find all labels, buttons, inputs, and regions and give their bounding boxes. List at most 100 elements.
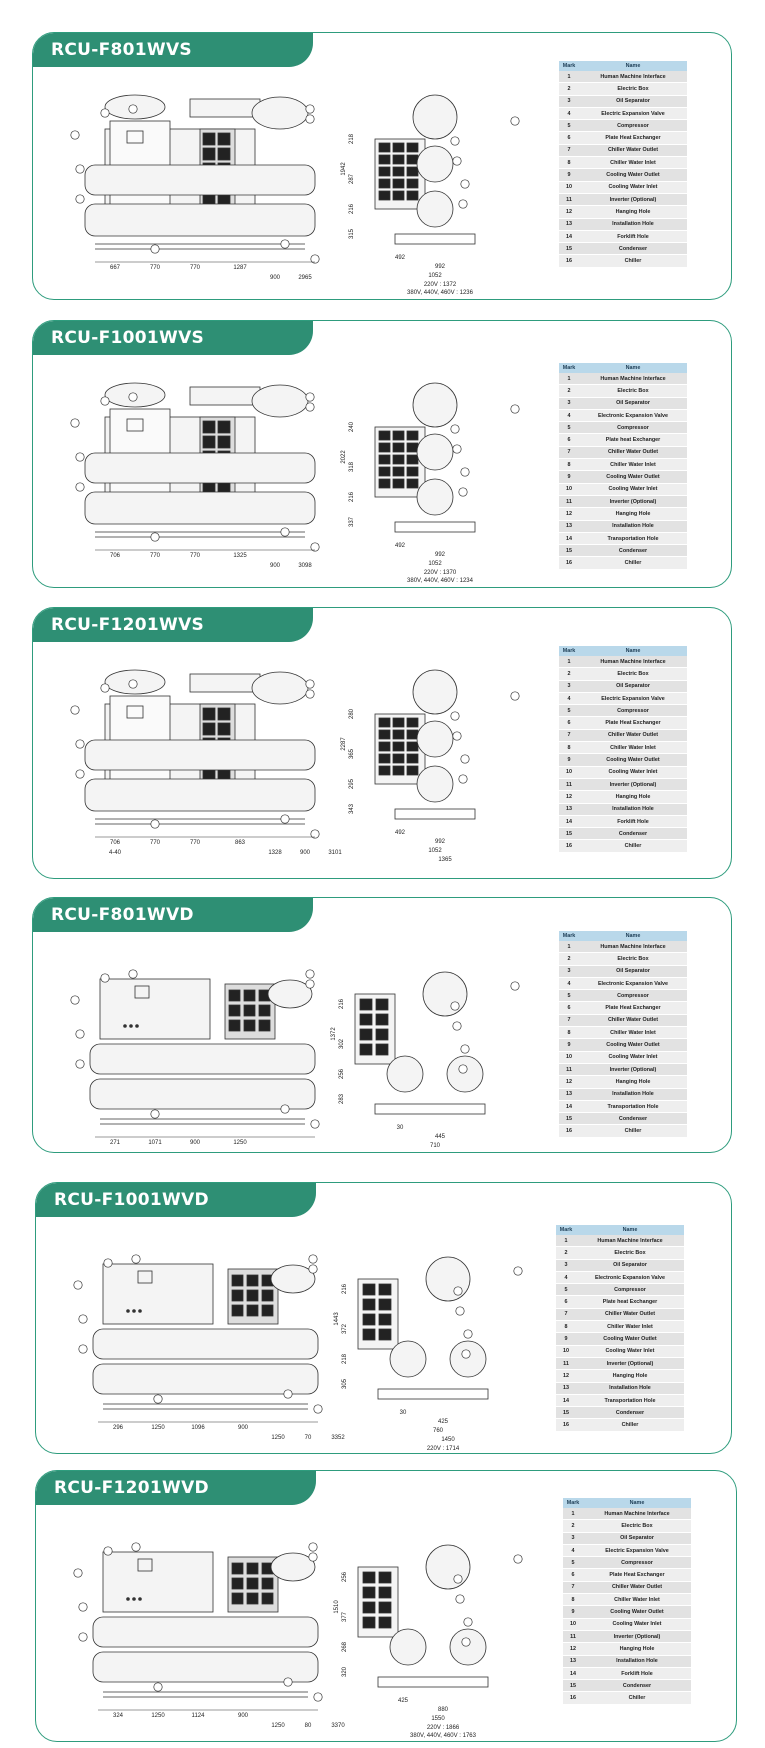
dimension-label: 337 bbox=[349, 516, 355, 527]
dimension-label: 320 bbox=[342, 1666, 348, 1677]
dimension-label: 218 bbox=[349, 133, 355, 144]
dimension-label: 318 bbox=[349, 461, 355, 472]
legend-mark: 10 bbox=[559, 1051, 579, 1064]
dimension-label: 1096 bbox=[191, 1425, 205, 1431]
dimension-label: 770 bbox=[190, 553, 201, 559]
legend-mark: 13 bbox=[559, 218, 579, 231]
dimension-label: 324 bbox=[113, 1713, 124, 1719]
dimension-label: 1372 bbox=[331, 1027, 337, 1041]
legend-mark: 11 bbox=[559, 1063, 579, 1077]
legend-name: Oil Separator bbox=[579, 397, 687, 410]
legend-mark: 13 bbox=[559, 803, 579, 816]
legend-name: Electric Box bbox=[576, 1246, 684, 1260]
legend-name: Installation Hole bbox=[579, 218, 687, 231]
dimension-label: 268 bbox=[342, 1641, 348, 1652]
legend-mark: 4 bbox=[563, 1544, 583, 1558]
legend-name: Electric Expansion Valve bbox=[579, 107, 687, 121]
dimension-label: 216 bbox=[339, 998, 345, 1009]
dimension-label: 445 bbox=[435, 1134, 446, 1140]
dimension-label: 1250 bbox=[151, 1425, 165, 1431]
power-dimension-note: 220V : 1372 bbox=[424, 282, 457, 288]
legend-mark: 12 bbox=[559, 507, 579, 521]
dimension-label: 283 bbox=[339, 1093, 345, 1104]
legend-mark: 3 bbox=[563, 1532, 583, 1545]
legend-name: Compressor bbox=[583, 1556, 691, 1570]
legend-name: Inverter (Optional) bbox=[579, 778, 687, 792]
legend-name: Human Machine Interface bbox=[579, 941, 687, 954]
legend-name: Hanging Hole bbox=[583, 1642, 691, 1656]
legend-mark: 15 bbox=[559, 242, 579, 256]
legend-mark: 15 bbox=[559, 544, 579, 558]
legend-mark: 13 bbox=[559, 520, 579, 533]
legend-name: Condenser bbox=[579, 544, 687, 558]
power-dimension-note: 220V : 1866 bbox=[427, 1725, 460, 1731]
legend-mark: 11 bbox=[559, 193, 579, 207]
legend-name: Plate Heat Exchanger bbox=[579, 131, 687, 145]
legend-name: Human Machine Interface bbox=[583, 1508, 691, 1521]
dimension-label: 1052 bbox=[428, 273, 442, 279]
dimension-label: 1443 bbox=[334, 1312, 340, 1326]
legend-mark: 2 bbox=[559, 82, 579, 96]
model-title: RCU-F1001WVD bbox=[36, 1183, 316, 1217]
dimension-label: 30 bbox=[397, 1125, 404, 1131]
dimension-label: 218 bbox=[342, 1353, 348, 1364]
legend-name: Hanging Hole bbox=[579, 205, 687, 219]
legend-name: Oil Separator bbox=[579, 95, 687, 108]
legend-name: Inverter (Optional) bbox=[576, 1357, 684, 1371]
legend-header-mark: Mark bbox=[559, 931, 579, 941]
dimension-label: 1510 bbox=[334, 1600, 340, 1614]
legend-name: Electric Box bbox=[579, 952, 687, 966]
legend-mark: 9 bbox=[559, 470, 579, 484]
legend-mark: 3 bbox=[559, 95, 579, 108]
legend-name: Transportation Hole bbox=[579, 1100, 687, 1114]
legend-name: Chiller bbox=[579, 839, 687, 853]
legend-name: Installation Hole bbox=[579, 1088, 687, 1101]
legend-mark: 1 bbox=[559, 656, 579, 669]
legend-mark: 1 bbox=[559, 941, 579, 954]
legend-mark: 3 bbox=[559, 397, 579, 410]
legend-name: Chiller Water Inlet bbox=[576, 1320, 684, 1334]
legend-name: Chiller Water Inlet bbox=[583, 1593, 691, 1607]
legend-mark: 11 bbox=[559, 495, 579, 509]
dimension-label: 240 bbox=[349, 421, 355, 432]
dimension-label: 2965 bbox=[298, 275, 312, 281]
legend-mark: 6 bbox=[559, 433, 579, 447]
legend-mark: 12 bbox=[559, 790, 579, 804]
legend-name: Chiller Water Outlet bbox=[579, 144, 687, 158]
legend-name: Oil Separator bbox=[579, 680, 687, 693]
model-card: RCU-F801WVD27110719001250952033137221630… bbox=[32, 897, 732, 1153]
legend-name: Chiller Water Inlet bbox=[579, 741, 687, 755]
legend-mark: 16 bbox=[563, 1691, 583, 1705]
dimension-label: 992 bbox=[435, 552, 446, 558]
legend-name: Chiller Water Inlet bbox=[579, 458, 687, 472]
legend-name: Electric Box bbox=[579, 384, 687, 398]
legend-header-mark: Mark bbox=[559, 61, 579, 71]
